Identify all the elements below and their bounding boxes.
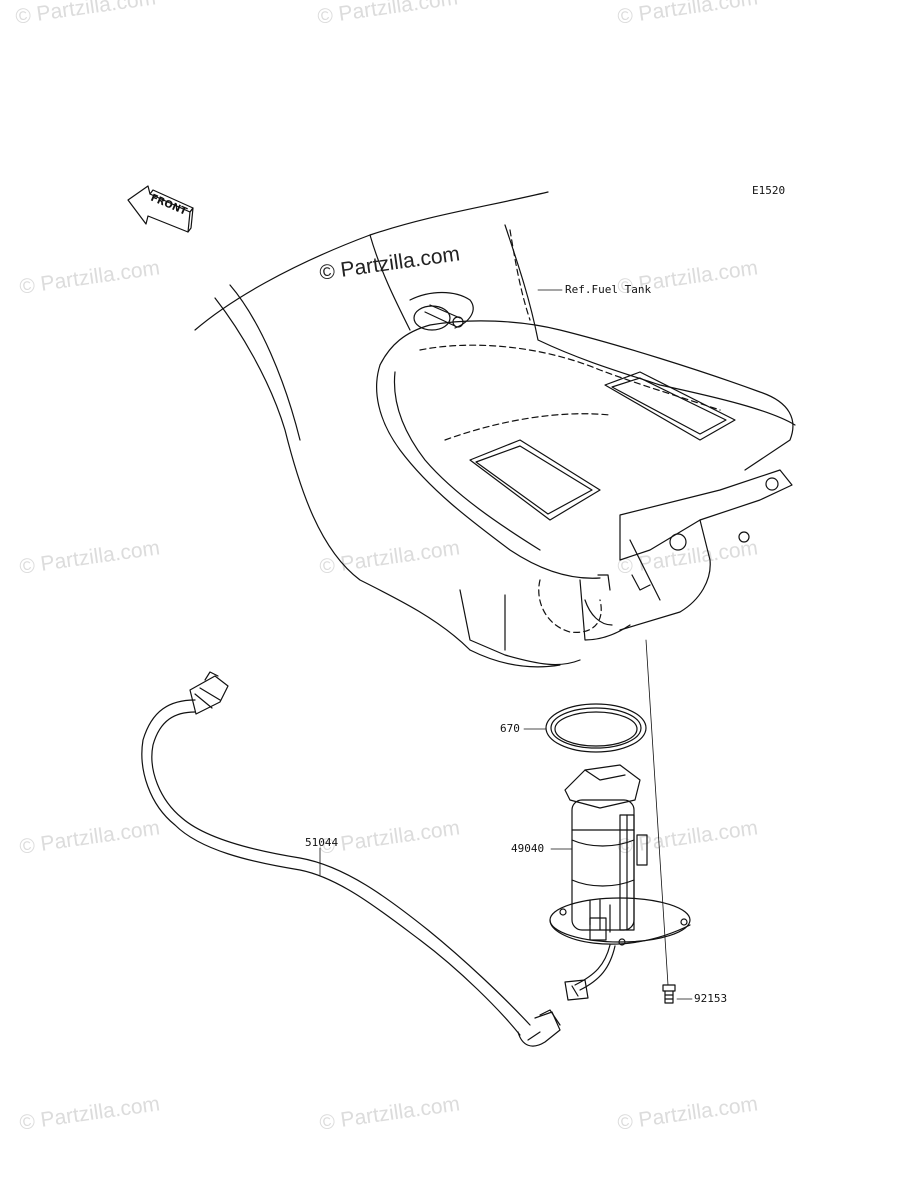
fuel-tank [194,191,796,668]
bolt [662,984,676,1004]
part-label-bolt: 92153 [694,992,728,1005]
gasket-ring [545,703,647,753]
part-label-pump: 49040 [511,842,545,855]
part-label-gasket: 670 [500,722,520,735]
leader-lines [319,289,693,1000]
fuel-pump [549,764,691,1001]
front-arrow-icon [127,185,194,233]
ref-fuel-tank-label: Ref.Fuel Tank [565,283,652,296]
part-label-hose: 51044 [305,836,339,849]
fuel-hose [141,671,561,1047]
diagram-code: E1520 [752,184,786,197]
